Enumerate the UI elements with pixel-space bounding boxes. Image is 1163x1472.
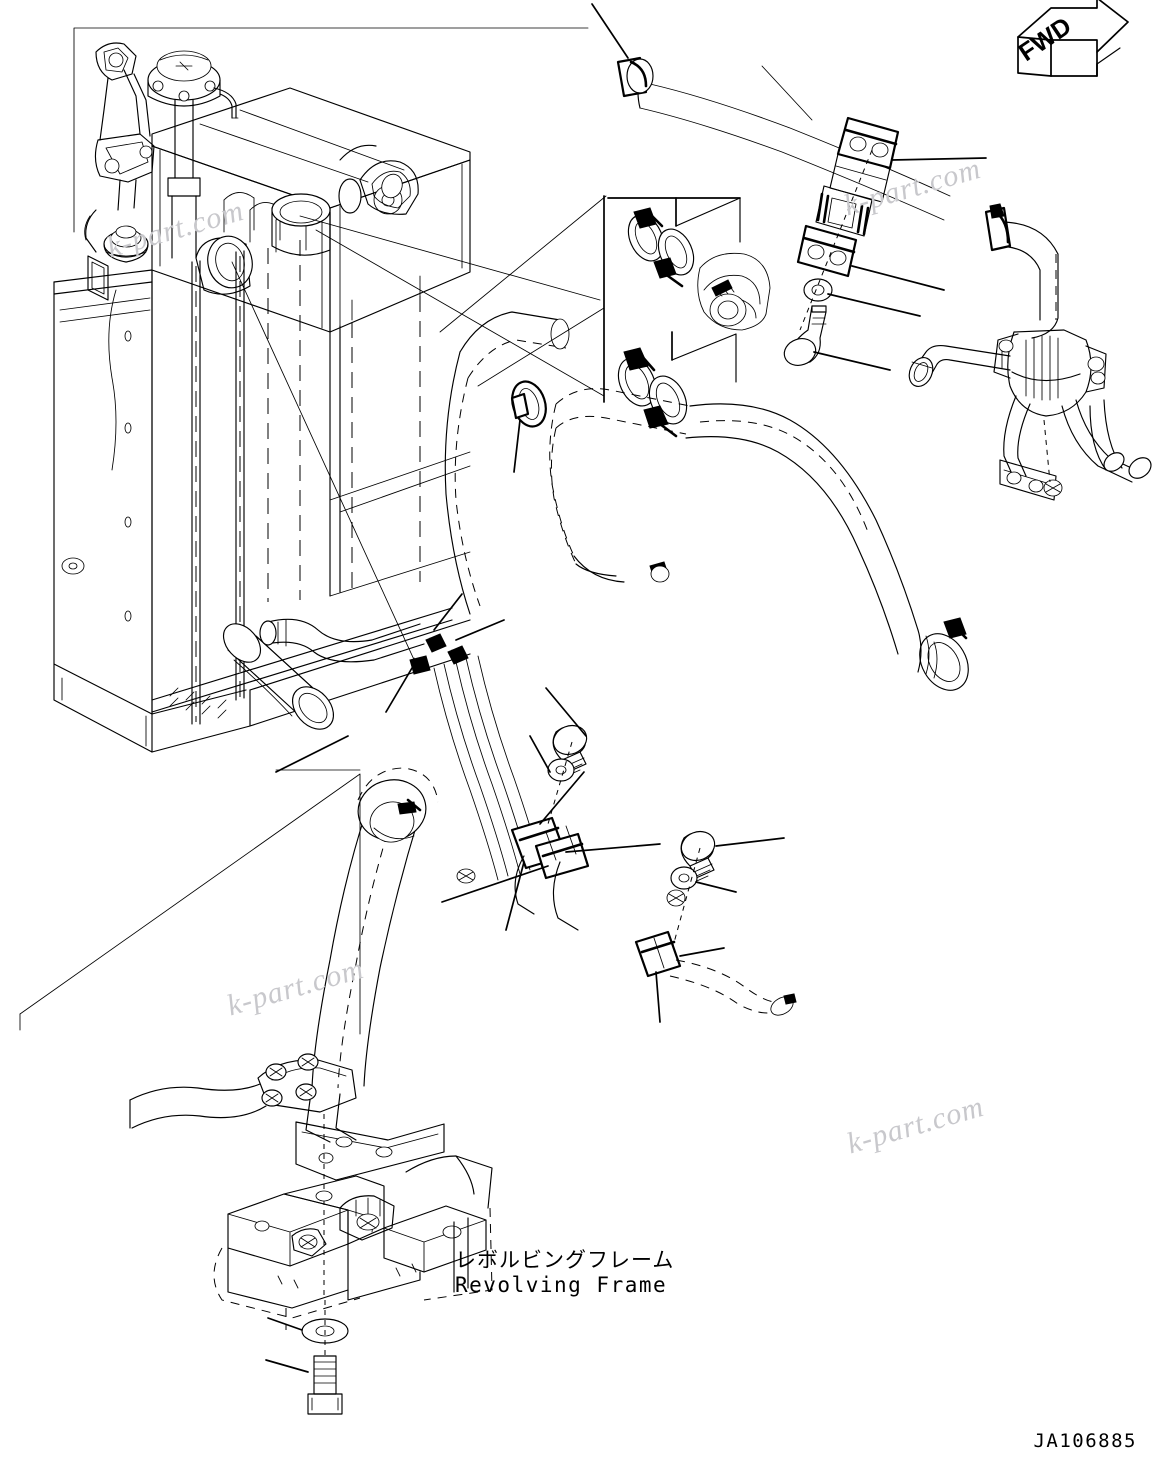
frame-mount-bolt	[265, 1355, 343, 1415]
upper-sensor	[84, 209, 109, 301]
drawing-number: JA106885	[1033, 1430, 1137, 1452]
tube-fitting	[425, 633, 447, 653]
mount-bolt	[783, 305, 827, 366]
main-lower-hose	[685, 403, 969, 691]
hose-upper-coupling	[357, 767, 439, 843]
center-hose-fitting	[697, 252, 771, 331]
lower-mounting-bracket	[796, 224, 858, 278]
bolt-washer-set-upper	[529, 687, 588, 825]
clamp-pair-upper	[607, 197, 741, 288]
hose-clamp	[617, 347, 657, 407]
center-hose-b	[549, 388, 691, 583]
frame-body	[213, 1155, 493, 1330]
revolving-frame	[129, 1053, 493, 1415]
revolving-frame-label-en: Revolving Frame	[455, 1272, 668, 1297]
hex-bolt	[680, 830, 716, 885]
clamp-pair-lower	[603, 195, 737, 438]
leader-line	[275, 735, 349, 773]
section-boundary-line	[439, 195, 607, 333]
upper-tank-right-fitting	[339, 144, 419, 215]
revolving-frame-label-jp: レボルビングフレーム	[455, 1248, 675, 1272]
leader-line	[73, 27, 589, 233]
right-pipe-assembly	[908, 203, 1152, 501]
lower-left-hose	[311, 767, 439, 1089]
radiator-core	[53, 240, 471, 753]
manifold-right-legs	[1043, 399, 1152, 497]
hose-clamp-block	[634, 930, 725, 1023]
pipe-manifold-block	[993, 329, 1107, 417]
frame-left-hose	[129, 1083, 267, 1129]
frame-center-washer	[315, 1190, 333, 1202]
bolt-washer-set-right	[666, 830, 785, 951]
radiator-assembly	[53, 42, 471, 753]
hose-clamp	[984, 203, 1012, 252]
flat-washer	[670, 866, 698, 890]
mounting-bracket	[829, 116, 900, 203]
hose-clamp	[770, 993, 797, 1016]
flat-washer	[547, 758, 575, 782]
frame-valve-block	[339, 1195, 395, 1241]
hose-clamp	[649, 561, 670, 583]
phantom-bracket	[514, 855, 535, 915]
upper-left-bracket	[94, 42, 155, 263]
flat-washer	[803, 278, 833, 302]
leader-line	[315, 229, 605, 397]
frame-main-plate	[295, 1121, 445, 1181]
section-boundary-line	[19, 773, 361, 1035]
mounting-bracket-group	[761, 65, 987, 371]
upper-radiator-hose	[591, 3, 951, 221]
hose-end-coupling	[917, 617, 969, 691]
center-hose-a	[444, 311, 570, 615]
manifold-left-leg	[999, 395, 1057, 501]
hose-clamp	[627, 207, 665, 262]
hose-clamp	[616, 56, 654, 98]
upper-tank-outlet	[195, 235, 253, 295]
radiator-cap	[147, 50, 239, 119]
fwd-arrow-icon: FWD	[1014, 0, 1129, 77]
hose-clamp	[653, 228, 695, 288]
frame-upper-mount-plate	[257, 1053, 357, 1143]
revolving-frame-label: レボルビングフレーム Revolving Frame	[455, 1248, 674, 1298]
section-boundary-line	[477, 307, 605, 387]
hose-clamp	[643, 375, 688, 438]
tube-fitting	[666, 889, 686, 907]
tube-fitting	[447, 645, 469, 665]
upper-right-hose	[984, 203, 1059, 339]
tube-fitting-mid	[456, 868, 476, 884]
coolant-tube-branch	[908, 345, 1011, 387]
frame-mount-washer	[267, 1317, 349, 1344]
hose-clamp-block	[441, 771, 661, 931]
lower-outlet-hose-elbow	[259, 618, 425, 663]
radiator-lower-outlet	[222, 623, 335, 730]
frame-small-fitting	[291, 1228, 327, 1257]
tube-bundle	[385, 593, 543, 884]
rubber-mount-cushion	[815, 185, 873, 237]
fwd-label: FWD	[1014, 12, 1077, 67]
hose-clamp-left-center	[510, 380, 547, 473]
tube-fitting	[409, 655, 431, 675]
phantom-bracket	[552, 861, 579, 931]
leader-line	[231, 261, 417, 665]
upper-tank-right-neck	[271, 178, 362, 256]
lower-right-hose	[669, 959, 797, 1016]
leader-line	[299, 215, 601, 301]
